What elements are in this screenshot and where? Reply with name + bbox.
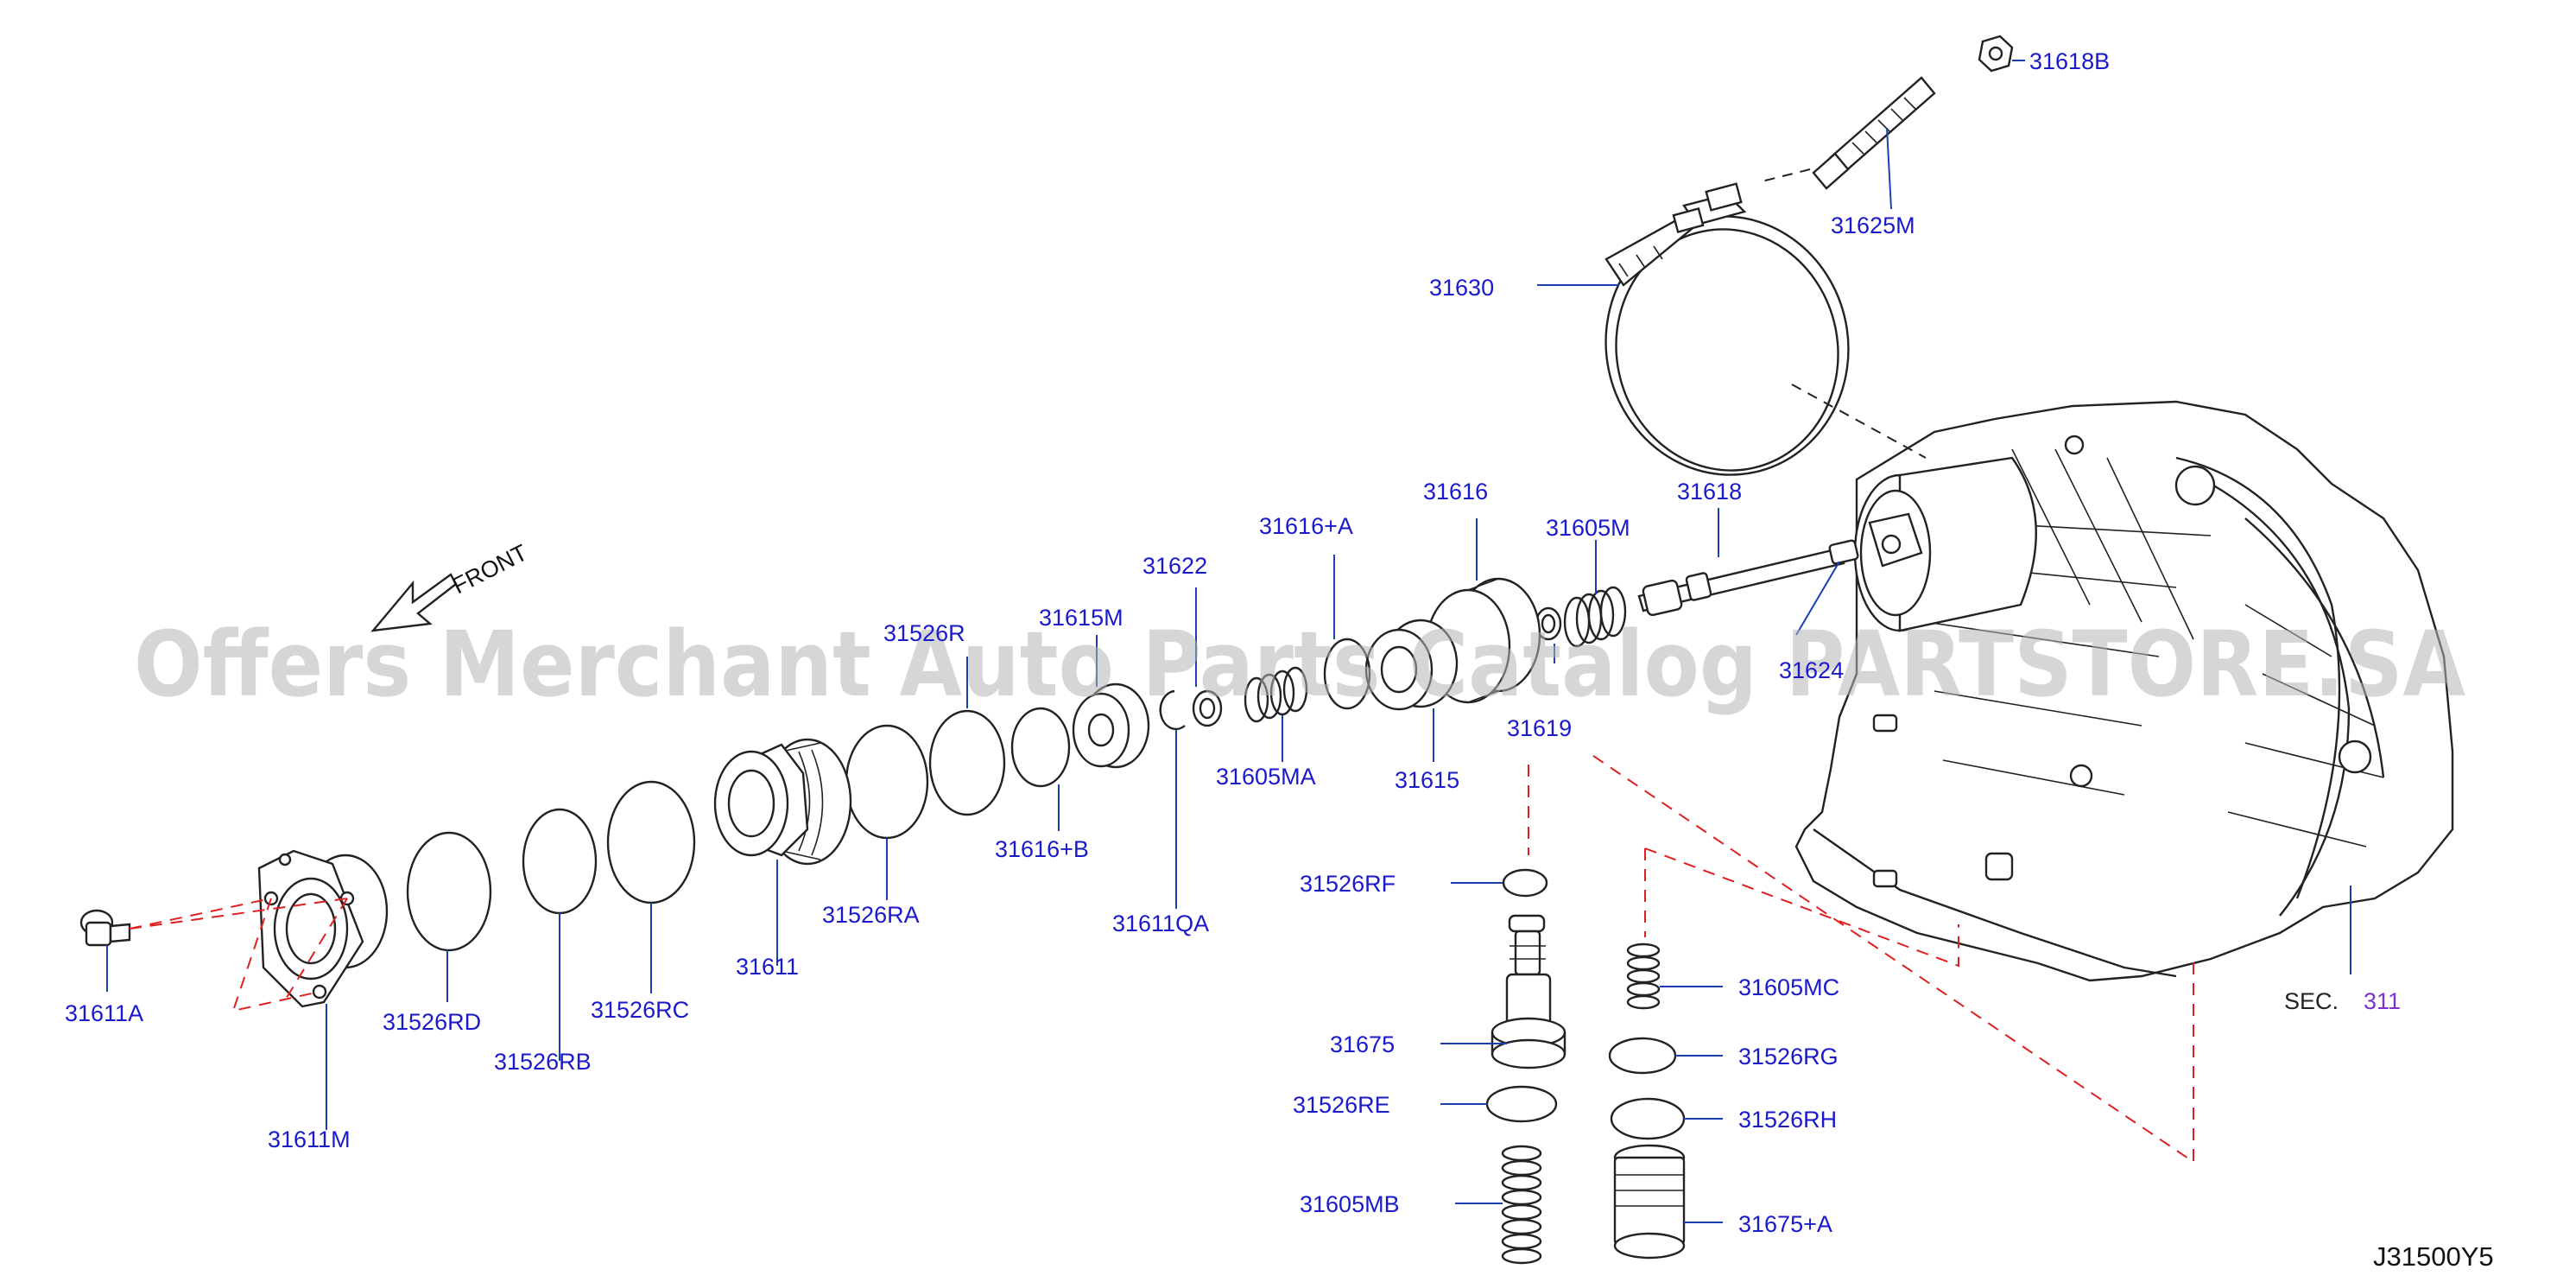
label-31619[interactable]: 31619 <box>1507 715 1572 741</box>
o-ring-31526rg <box>1608 1037 1677 1075</box>
accumulator-spring-31605mb <box>1501 1145 1542 1265</box>
seal-ring-31616-a <box>1323 638 1371 710</box>
label-31630[interactable]: 31630 <box>1429 275 1494 301</box>
label-31526rd[interactable]: 31526RD <box>383 1009 481 1035</box>
servo-piston-rod <box>1637 539 1859 617</box>
washer-31622 <box>1192 689 1223 727</box>
label-31616[interactable]: 31616 <box>1423 479 1488 505</box>
label-31605ma[interactable]: 31605MA <box>1216 764 1316 790</box>
o-ring-31526r <box>928 709 1006 816</box>
snap-ring-31611qa <box>1159 689 1186 731</box>
front-label: FRONT <box>448 539 531 599</box>
label-31526rh[interactable]: 31526RH <box>1738 1107 1837 1133</box>
accumulator-piston-31675 <box>1491 914 1566 1069</box>
label-31675[interactable]: 31675 <box>1330 1031 1395 1057</box>
label-31618[interactable]: 31618 <box>1677 479 1742 505</box>
label-31615m[interactable]: 31615M <box>1039 605 1123 631</box>
o-ring-31526rd <box>406 831 492 952</box>
label-31526rf[interactable]: 31526RF <box>1300 871 1396 897</box>
o-ring-31526re <box>1485 1085 1558 1123</box>
mounting-bolt-31611a <box>79 909 131 947</box>
accumulator-spring-31605mc <box>1626 942 1661 1010</box>
front-direction-arrow <box>370 573 458 632</box>
section-prefix: SEC. <box>2284 988 2339 1014</box>
label-31675-a[interactable]: 31675+A <box>1738 1211 1832 1237</box>
diagram-code: J31500Y5 <box>2373 1241 2494 1272</box>
accumulator-leader-lines <box>1528 755 2194 1164</box>
part-labels: 31618B 31625M 31630 31616 31618 31605M 3… <box>65 48 2110 1237</box>
label-31616-b[interactable]: 31616+B <box>995 836 1089 862</box>
label-31611a[interactable]: 31611A <box>65 1000 143 1026</box>
label-31605m[interactable]: 31605M <box>1546 515 1630 541</box>
label-31618b[interactable]: 31618B <box>2029 48 2110 74</box>
label-31526rb[interactable]: 31526RB <box>494 1049 592 1075</box>
return-spring-31605ma <box>1244 666 1308 723</box>
label-31616-a[interactable]: 31616+A <box>1259 513 1353 539</box>
label-31526r[interactable]: 31526R <box>883 620 965 646</box>
label-31605mc[interactable]: 31605MC <box>1738 974 1839 1000</box>
servo-piston-31615m <box>1072 682 1150 769</box>
transmission-case <box>1794 400 2454 982</box>
anchor-stud <box>1812 76 1936 190</box>
brake-band <box>1604 182 1850 476</box>
band-alignment-line <box>1761 168 1811 182</box>
label-31526ra[interactable]: 31526RA <box>822 902 920 928</box>
label-31605mb[interactable]: 31605MB <box>1300 1191 1400 1217</box>
label-31526rc[interactable]: 31526RC <box>591 997 689 1023</box>
o-ring-31616-b <box>1010 707 1071 788</box>
section-reference[interactable]: SEC. 311 <box>2284 988 2401 1014</box>
o-ring-31526ra <box>845 724 929 840</box>
label-31625m[interactable]: 31625M <box>1831 213 1915 238</box>
watermark-text: Offers Merchant Auto Parts Catalog PARTS… <box>134 612 2465 717</box>
accumulator-piston-31675-a <box>1613 1144 1686 1260</box>
o-ring-31526rf <box>1502 868 1548 898</box>
lock-nut <box>1978 35 2014 73</box>
label-31624[interactable]: 31624 <box>1779 657 1844 683</box>
section-number[interactable]: 311 <box>2364 988 2401 1014</box>
return-spring-31605m <box>1563 586 1627 648</box>
servo-anchor-end <box>1868 512 1923 568</box>
label-31611m[interactable]: 31611M <box>268 1127 351 1152</box>
label-31611[interactable]: 31611 <box>736 954 799 980</box>
servo-cover-31611m <box>257 849 389 1008</box>
bolt-pattern-lines <box>129 898 348 1012</box>
servo-retainer-31611 <box>713 738 852 866</box>
leader-lines <box>106 60 2351 1223</box>
o-ring-31526rb <box>522 808 598 915</box>
label-31615[interactable]: 31615 <box>1395 767 1459 793</box>
o-ring-31526rc <box>606 780 696 904</box>
o-ring-31526rh <box>1610 1097 1686 1140</box>
servo-piston-31615 <box>1364 619 1459 711</box>
label-31622[interactable]: 31622 <box>1142 553 1207 579</box>
label-31526rg[interactable]: 31526RG <box>1738 1044 1839 1069</box>
label-31611qa[interactable]: 31611QA <box>1112 911 1209 936</box>
label-31526re[interactable]: 31526RE <box>1293 1092 1390 1118</box>
band-to-case-line <box>1791 384 1927 459</box>
